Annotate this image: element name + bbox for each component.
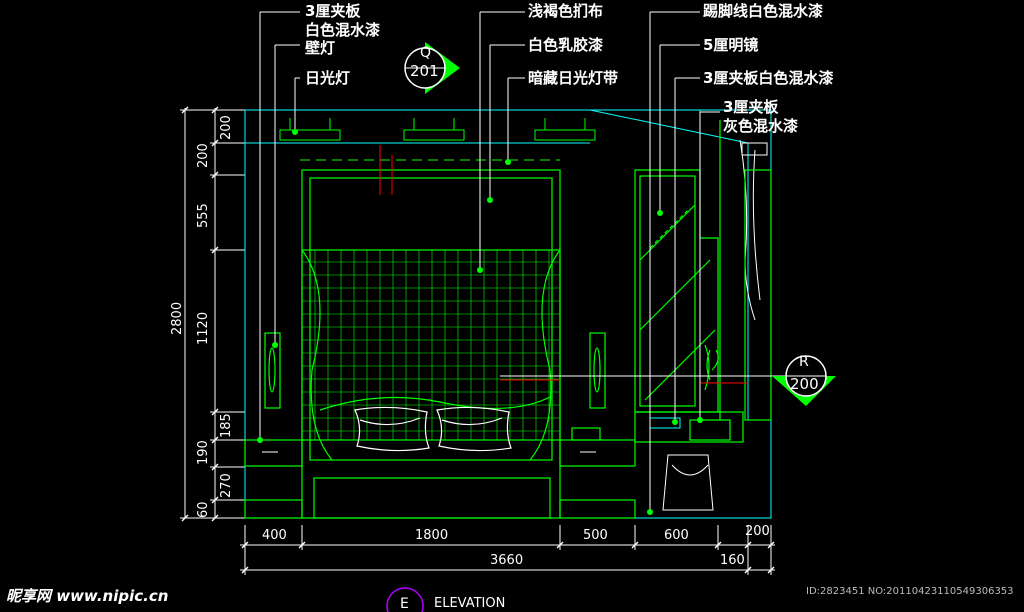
label-plywood-white: 3厘夹板白色混水漆 — [703, 69, 834, 87]
dim-500: 500 — [583, 528, 608, 543]
dim-400: 400 — [262, 528, 287, 543]
red-centerlines — [379, 145, 748, 384]
marker-q-number: 201 — [410, 62, 439, 80]
label-hidden-light: 暗藏日光灯带 — [528, 69, 619, 87]
upholstery-grid — [302, 250, 560, 440]
leader-lines — [259, 11, 720, 512]
label-grey-paint: 灰色混水漆 — [723, 117, 799, 135]
elevation-marker-e — [386, 587, 424, 612]
ceiling-fixtures — [279, 118, 596, 161]
vdim-185: 185 — [219, 413, 234, 438]
vdim-60: 60 — [196, 501, 211, 518]
label-plywood: 3厘夹板 — [305, 2, 361, 20]
marker-q-letter: Q — [420, 45, 432, 61]
label-plywood-2: 3厘夹板 — [723, 98, 779, 116]
vdim-190: 190 — [196, 440, 211, 465]
vdim-2800: 2800 — [170, 301, 185, 335]
pillows — [354, 406, 512, 452]
vdim-200-b: 200 — [196, 143, 211, 168]
vdim-555: 555 — [196, 203, 211, 228]
section-marker-q — [404, 42, 460, 94]
leader-dots — [257, 129, 703, 515]
marker-r-letter: R — [799, 354, 809, 370]
label-fluorescent: 日光灯 — [305, 69, 351, 87]
watermark: 昵享网 www.nipic.cn — [6, 587, 169, 605]
image-id: ID:2823451 NO:20110423110549306353 — [806, 586, 1014, 597]
label-latex-paint: 白色乳胶漆 — [528, 36, 604, 54]
vdim-270: 270 — [219, 473, 234, 498]
side-furniture — [244, 332, 744, 519]
dim-200: 200 — [745, 524, 770, 539]
elevation-title: ELEVATION — [434, 596, 506, 611]
dimension-ticks — [181, 106, 775, 574]
vdim-1120: 1120 — [196, 311, 211, 345]
section-marker-r — [772, 355, 836, 406]
dim-3660: 3660 — [490, 553, 524, 568]
label-white-paint: 白色混水漆 — [305, 21, 381, 39]
label-wall-lamp: 壁灯 — [305, 39, 336, 57]
label-skirting: 踢脚线白色混水漆 — [703, 2, 824, 20]
dim-600: 600 — [664, 528, 689, 543]
white-details — [262, 139, 768, 511]
marker-e-letter: E — [400, 596, 409, 612]
label-mirror: 5厘明镜 — [703, 36, 759, 54]
label-fabric: 浅褐色扪布 — [528, 2, 604, 20]
vdim-200-a: 200 — [219, 115, 234, 140]
dim-1800: 1800 — [415, 528, 449, 543]
dim-160: 160 — [720, 553, 745, 568]
mirror-panel — [634, 120, 772, 441]
marker-r-number: 200 — [790, 375, 819, 393]
